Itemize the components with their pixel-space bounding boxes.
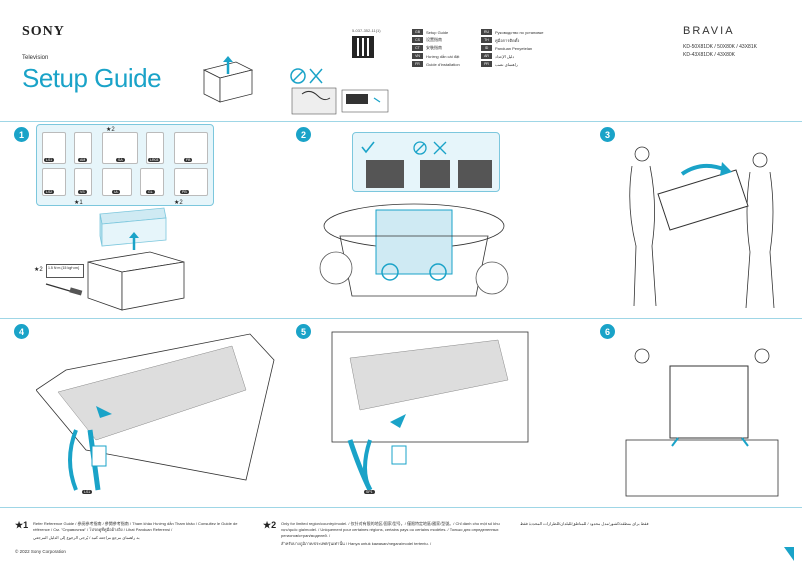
part-tag: SA bbox=[116, 158, 125, 162]
tv-box-illustration bbox=[87, 207, 185, 311]
place-tv-on-stand-illustration bbox=[625, 348, 779, 497]
manual-part bbox=[74, 132, 92, 164]
part-tag: LS1 bbox=[44, 158, 55, 162]
lang-label: คู่มือการติดตั้ง bbox=[495, 37, 520, 43]
part-tag: PB bbox=[180, 190, 189, 194]
part-tag: VS bbox=[78, 190, 87, 194]
lang-label: Hướng dẫn cài đặt bbox=[426, 53, 460, 59]
lang-code: CS bbox=[412, 37, 423, 43]
lang-label: Guide d'installation bbox=[426, 61, 460, 67]
lang-code: CT bbox=[412, 45, 423, 51]
brand-logo: SONY bbox=[22, 24, 65, 39]
footnote-ref-star1: ★1 bbox=[74, 200, 83, 206]
footnote-star2-text-2: สำหรับบางภูมิภาค/ประเทศ/รุ่นเท่านั้น / H… bbox=[281, 541, 432, 546]
document-code: 5-037-352-11(1) bbox=[352, 28, 381, 33]
lang-label: دليل الإعداد bbox=[495, 53, 515, 59]
footnote-arabic-text: فقط برای منطقه/کشور/مدل محدود / للمناطق/… bbox=[520, 521, 649, 526]
model-list: KD-50X81DK / 50X80K / 43X81K KD-43X81DK … bbox=[683, 43, 757, 59]
battery-part bbox=[146, 132, 164, 164]
lang-label: Руководство по установке bbox=[495, 29, 544, 35]
lang-label: 设置指南 bbox=[426, 37, 442, 42]
footnote-star2-mark: ★2 bbox=[263, 520, 277, 530]
category-label: Television bbox=[22, 55, 49, 61]
model-line: KD-43X81DK / 43X80K bbox=[683, 52, 735, 58]
footnote-star2-text: Only for limited region/country/model. /… bbox=[281, 521, 500, 538]
product-line-logo: BRAVIA bbox=[683, 25, 735, 37]
unboxing-illustration bbox=[202, 56, 254, 103]
plate-part bbox=[174, 168, 208, 196]
prohibited-icon bbox=[413, 141, 447, 155]
page-title: Setup Guide bbox=[22, 63, 162, 93]
wrong-placement-image bbox=[420, 160, 450, 188]
step-2-badge: 2 bbox=[296, 127, 311, 142]
part-tag: LS2 bbox=[44, 190, 55, 194]
lift-tv-illustration bbox=[629, 146, 775, 309]
copyright: © 2022 Sony Corporation bbox=[15, 549, 66, 554]
part-tag: FB bbox=[184, 158, 193, 162]
section-divider bbox=[0, 121, 802, 122]
qr-code-icon[interactable] bbox=[352, 36, 374, 58]
footnote-star1-text-2: به راهنمای مرجع مراجعه کنید / يُرجى الرج… bbox=[33, 535, 140, 540]
lang-code: VN bbox=[412, 53, 423, 59]
warning-handling-illustration bbox=[290, 68, 389, 115]
wrong-placement-image bbox=[458, 160, 492, 188]
lang-code: PR bbox=[481, 61, 492, 67]
part-tag: GL bbox=[146, 190, 155, 194]
step-5-badge: 5 bbox=[296, 324, 311, 339]
attach-stand-right-illustration bbox=[331, 331, 529, 492]
part-tag: SP1 bbox=[364, 490, 375, 494]
part-tag: LS1 bbox=[82, 490, 93, 494]
step-6-badge: 6 bbox=[600, 324, 615, 339]
remove-tv-from-box-illustration bbox=[319, 203, 509, 297]
lang-label: 安裝指南 bbox=[426, 45, 442, 50]
footnote-star1-mark: ★1 bbox=[15, 520, 29, 530]
correct-placement-image bbox=[366, 160, 404, 188]
attach-stand-left-illustration bbox=[36, 333, 275, 491]
footnote-ref-star2: ★2 bbox=[106, 127, 115, 133]
screwdriver-icon bbox=[45, 283, 83, 296]
lang-code: AR bbox=[481, 53, 492, 59]
lang-code: ID bbox=[481, 45, 492, 51]
part-tag: AM bbox=[78, 158, 88, 162]
lang-code: TH bbox=[481, 37, 492, 43]
lang-code: GB bbox=[412, 29, 423, 35]
step-3-badge: 3 bbox=[600, 127, 615, 142]
correct-check-icon bbox=[361, 141, 375, 154]
lang-code: FR bbox=[412, 61, 423, 67]
screw-torque-spec: 1.5 N·m {15 kgf·cm} bbox=[46, 264, 84, 278]
section-divider bbox=[0, 507, 802, 508]
part-tag: LR03 bbox=[148, 158, 161, 162]
footnote-ref-star2: ★2 bbox=[174, 200, 183, 206]
section-divider bbox=[0, 318, 802, 319]
lang-label: Panduan Penyetelan bbox=[495, 45, 533, 51]
corner-logo-icon bbox=[774, 547, 794, 561]
screws-part bbox=[74, 168, 92, 196]
part-tag: UL bbox=[112, 190, 121, 194]
footnote-ref-star2: ★2 bbox=[34, 267, 43, 273]
lang-label: راهنمای نصب bbox=[495, 61, 518, 67]
lang-label: Setup Guide bbox=[426, 29, 449, 35]
step-4-badge: 4 bbox=[14, 324, 29, 339]
footnote-star1-text: Refer Reference Guide / 参阅参考指南 / 參閱參考指南 … bbox=[33, 521, 238, 532]
model-line: KD-50X81DK / 50X80K / 43X81K bbox=[683, 44, 757, 50]
step-1-badge: 1 bbox=[14, 127, 29, 142]
lang-code: RU bbox=[481, 29, 492, 35]
